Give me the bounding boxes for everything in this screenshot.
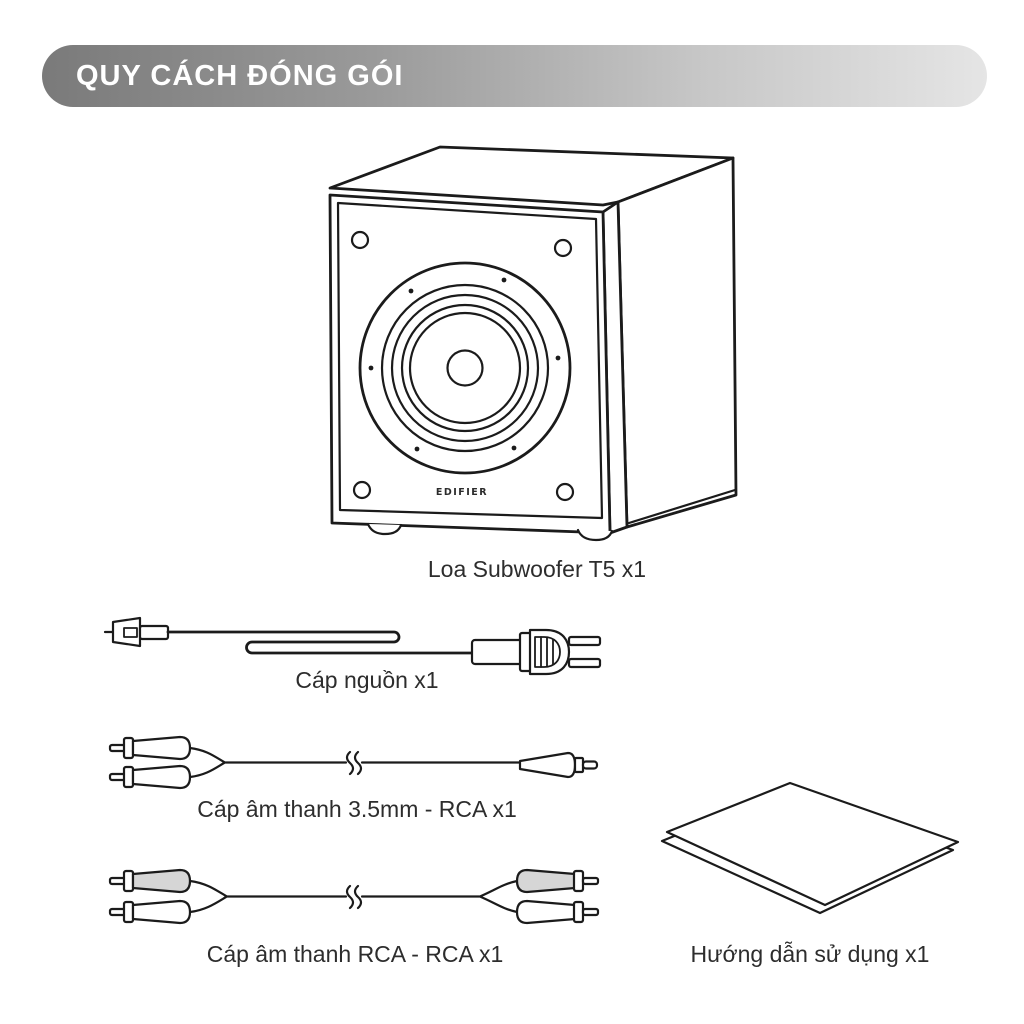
rca-plug-white-top xyxy=(108,735,192,761)
speaker-baffle-outline xyxy=(336,201,604,520)
aux-cable-caption: Cáp âm thanh 3.5mm - RCA x1 xyxy=(197,796,517,822)
speaker-foot-left xyxy=(366,522,403,536)
cable-break-mark xyxy=(353,884,363,910)
jack-35mm-plug xyxy=(518,751,599,779)
y-split-top xyxy=(188,746,226,764)
y-split-right-bottom xyxy=(479,895,519,914)
speaker-side-face xyxy=(616,156,738,529)
rca-plug-gray-left xyxy=(108,868,192,894)
rca-cable-illustration xyxy=(108,868,600,925)
cable-break-mark xyxy=(345,884,355,910)
woofer-dust-cap xyxy=(446,349,484,387)
power-cable-illustration xyxy=(103,616,602,676)
power-connector xyxy=(111,616,142,648)
cable-break-mark xyxy=(345,750,355,776)
manual-sheet-top xyxy=(665,781,960,907)
manual-illustration xyxy=(660,781,960,915)
y-split-bottom xyxy=(188,761,226,779)
y-split-right-top xyxy=(479,879,519,898)
subwoofer-illustration: EDIFIER xyxy=(328,145,738,542)
power-cord xyxy=(166,630,478,655)
rca-cable-caption: Cáp âm thanh RCA - RCA x1 xyxy=(206,941,504,967)
aux-cable-illustration xyxy=(108,735,599,790)
plug-prong-top xyxy=(567,635,602,647)
edifier-logo-text: EDIFIER xyxy=(436,487,488,498)
manual-caption: Hướng dẫn sử dụng x1 xyxy=(690,941,930,967)
rca-plug-white-bottom xyxy=(108,764,192,790)
woofer-driver xyxy=(358,261,572,475)
rca-plug-white-right xyxy=(515,899,600,925)
cable-break-mark xyxy=(353,750,363,776)
section-header-banner: QUY CÁCH ĐÓNG GÓI xyxy=(42,45,987,107)
y-split-left-top xyxy=(188,879,228,898)
power-cable-caption: Cáp nguồn x1 xyxy=(295,667,439,693)
rca-plug-gray-right xyxy=(515,868,600,894)
power-plug xyxy=(470,628,602,676)
rca-plug-white-left xyxy=(108,899,192,925)
y-split-left-bottom xyxy=(188,895,228,914)
speaker-base-line xyxy=(627,488,737,525)
plug-prong-bottom xyxy=(567,657,602,669)
subwoofer-caption: Loa Subwoofer T5 x1 xyxy=(427,556,647,582)
section-title: QUY CÁCH ĐÓNG GÓI xyxy=(76,59,404,92)
screw-holes xyxy=(350,230,575,502)
speaker-foot-right xyxy=(576,528,614,542)
